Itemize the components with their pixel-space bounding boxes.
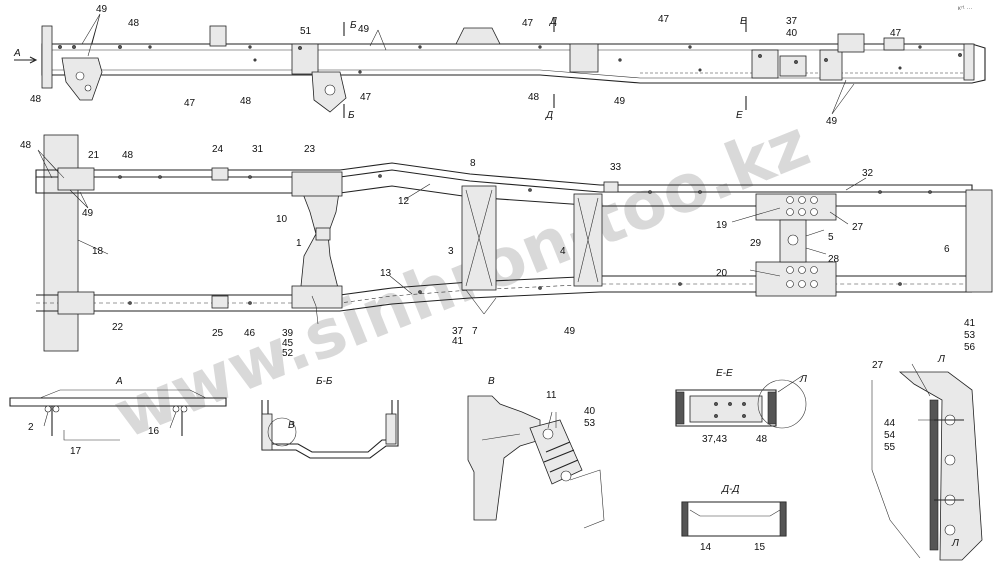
cut-marker-b-bottom: Б	[348, 110, 355, 121]
label-11: 11	[546, 390, 557, 401]
label-49-b: 49	[358, 24, 370, 35]
label-49-d: 49	[826, 116, 838, 127]
label-53-a: 53	[964, 330, 976, 341]
cut-marker-e-bottom: Е	[736, 110, 743, 121]
label-45: 45	[282, 338, 294, 349]
label-15: 15	[754, 542, 766, 553]
label-49-f: 49	[564, 326, 576, 337]
view-a-title: А	[115, 376, 123, 387]
label-49-a: 49	[96, 4, 108, 15]
part-numbers-plan-view: 48 21 48 49 18 22 24 25 31 46 23 10 1 39…	[20, 140, 976, 359]
label-39: 39	[282, 328, 294, 339]
part-numbers-details: 2 17 16 11 40 53 37,43 48 14 15 27 44 54…	[28, 360, 896, 553]
label-4: 4	[560, 246, 566, 257]
label-55: 55	[884, 442, 896, 453]
label-52: 52	[282, 348, 294, 359]
label-3: 3	[448, 246, 454, 257]
label-48-b: 48	[30, 94, 42, 105]
corner-mark: к⁷¹ ···	[958, 5, 972, 12]
label-24: 24	[212, 144, 224, 155]
label-22: 22	[112, 322, 124, 333]
label-5: 5	[828, 232, 834, 243]
label-23: 23	[304, 144, 316, 155]
label-48-f: 48	[122, 150, 134, 161]
label-17: 17	[70, 446, 82, 457]
label-56: 56	[964, 342, 976, 353]
label-40-a: 40	[786, 28, 798, 39]
section-bb-title: Б-Б	[316, 376, 333, 387]
section-dd-title: Д-Д	[721, 484, 739, 495]
label-47-a: 47	[184, 98, 196, 109]
view-a-detail	[9, 389, 227, 441]
label-47-b: 47	[360, 92, 372, 103]
label-51: 51	[300, 26, 312, 37]
label-18: 18	[92, 246, 104, 257]
label-33: 33	[610, 162, 622, 173]
label-48-a: 48	[128, 18, 140, 29]
label-48-e: 48	[20, 140, 32, 151]
view-l-corner-marker: Л	[951, 538, 959, 549]
label-21: 21	[88, 150, 100, 161]
label-29: 29	[750, 238, 762, 249]
label-53-b: 53	[584, 418, 596, 429]
label-41-a: 41	[452, 336, 464, 347]
view-l-title: Л	[937, 354, 945, 365]
view-marker-a: А	[13, 48, 21, 59]
label-6: 6	[944, 244, 950, 255]
label-47-e: 47	[890, 28, 902, 39]
cut-marker-e-top: Е	[740, 16, 747, 27]
label-47-d: 47	[658, 14, 670, 25]
label-8: 8	[470, 158, 476, 169]
label-10: 10	[276, 214, 288, 225]
part-numbers-side-view: 49 48 48 47 48 51 49 47 47 48 49 47 37 4…	[30, 4, 902, 127]
label-20: 20	[716, 268, 728, 279]
label-54: 54	[884, 430, 896, 441]
section-dd-detail	[681, 501, 787, 537]
view-v-title: В	[488, 376, 495, 387]
label-37-a: 37	[786, 16, 798, 27]
label-40-b: 40	[584, 406, 596, 417]
label-13: 13	[380, 268, 392, 279]
label-46: 46	[244, 328, 256, 339]
label-47-c: 47	[522, 18, 534, 29]
section-ee-detail	[675, 379, 807, 429]
label-25: 25	[212, 328, 224, 339]
cut-marker-d-bottom: Д	[545, 110, 553, 121]
label-32: 32	[862, 168, 874, 179]
label-37-b: 37	[452, 326, 464, 337]
label-12: 12	[398, 196, 410, 207]
leader-lines	[37, 13, 944, 429]
label-27-a: 27	[852, 222, 864, 233]
view-v-detail	[467, 395, 605, 529]
label-19: 19	[716, 220, 728, 231]
label-41-b: 41	[964, 318, 976, 329]
callout-l-marker: Л	[799, 374, 807, 385]
label-2: 2	[28, 422, 34, 433]
label-31: 31	[252, 144, 264, 155]
plan-view-frame	[35, 134, 993, 352]
callout-v-marker: В	[288, 420, 295, 431]
label-7: 7	[472, 326, 478, 337]
label-49-c: 49	[614, 96, 626, 107]
label-27-b: 27	[872, 360, 884, 371]
label-48-c: 48	[240, 96, 252, 107]
label-28: 28	[828, 254, 840, 265]
label-37-43: 37,43	[702, 434, 727, 445]
cut-marker-b-top: Б	[350, 20, 357, 31]
label-16: 16	[148, 426, 160, 437]
view-l-detail	[871, 371, 983, 561]
label-44: 44	[884, 418, 896, 429]
label-49-e: 49	[82, 208, 94, 219]
cut-marker-d-top: Д	[549, 16, 557, 27]
label-48-d: 48	[528, 92, 540, 103]
label-48-g: 48	[756, 434, 768, 445]
section-letters: А Б Б Д Д Е Е А Б-Б В Е-Е Д-Д Л В Л Л	[13, 16, 959, 549]
section-bb-detail	[261, 400, 399, 459]
label-1: 1	[296, 238, 302, 249]
label-14: 14	[700, 542, 712, 553]
side-view-frame-member	[14, 18, 986, 118]
section-ee-title: Е-Е	[716, 368, 733, 379]
